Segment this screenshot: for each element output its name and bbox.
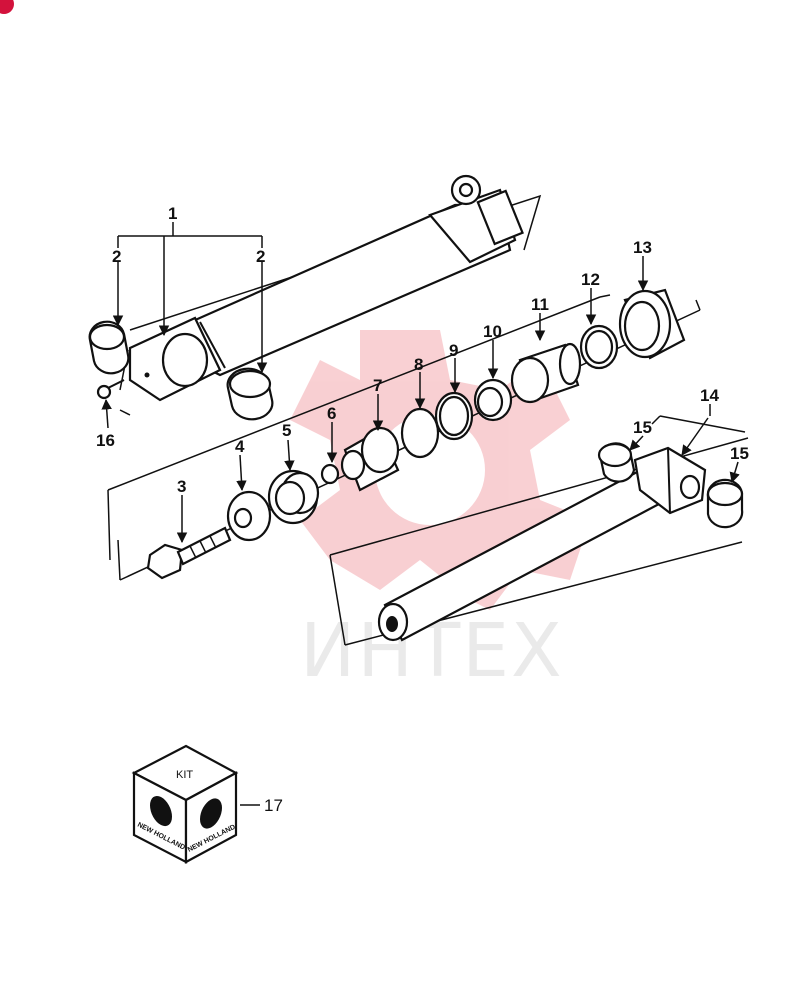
callout-14: 14 [700, 386, 719, 405]
part-seal-8 [400, 407, 440, 459]
callout-labels: 1 2 2 3 4 5 6 7 8 9 10 11 12 13 14 15 15… [96, 204, 749, 815]
callout-5: 5 [282, 421, 291, 440]
part-ring-10 [473, 378, 513, 422]
callout-2-left: 2 [112, 247, 121, 266]
part-ring-12 [579, 324, 619, 370]
callout-17: 17 [264, 796, 283, 815]
part-bushing-left [88, 320, 130, 375]
part-washer [226, 490, 272, 542]
part-bushing-15-left [597, 442, 636, 483]
callout-9: 9 [449, 341, 458, 360]
callout-15-right: 15 [730, 444, 749, 463]
callout-16: 16 [96, 431, 115, 450]
callout-7: 7 [373, 376, 382, 395]
part-gland [340, 426, 400, 492]
part-cylinder-barrel [128, 174, 524, 402]
part-grease-fitting [96, 379, 125, 400]
new-holland-logo-left-icon [150, 795, 172, 827]
part-sleeve-11 [510, 342, 582, 404]
callout-13: 13 [633, 238, 652, 257]
part-piston-rod [377, 446, 707, 642]
part-bushing-15-right [706, 478, 744, 529]
kit-label: KIT [176, 769, 193, 781]
callout-6: 6 [327, 404, 336, 423]
part-bolt [146, 526, 232, 580]
part-o-ring-small [320, 463, 340, 485]
callout-2-right: 2 [256, 247, 265, 266]
part-bushing-right [226, 367, 274, 421]
callout-4: 4 [235, 437, 245, 456]
part-seal-9 [434, 391, 474, 441]
new-holland-logo-right-icon [200, 798, 222, 829]
callout-3: 3 [177, 477, 186, 496]
callout-1: 1 [168, 204, 177, 223]
kit-box: KIT NEW HOLLAND NEW HOLLAND [131, 744, 239, 864]
callout-11: 11 [531, 295, 549, 314]
corner-badge [0, 0, 14, 14]
callout-8: 8 [414, 355, 423, 374]
callout-10: 10 [483, 322, 502, 341]
part-gland-nut [618, 288, 686, 360]
callout-15-left: 15 [633, 418, 652, 437]
part-piston [267, 469, 320, 525]
callout-12: 12 [581, 270, 600, 289]
leader-lines [101, 222, 746, 806]
